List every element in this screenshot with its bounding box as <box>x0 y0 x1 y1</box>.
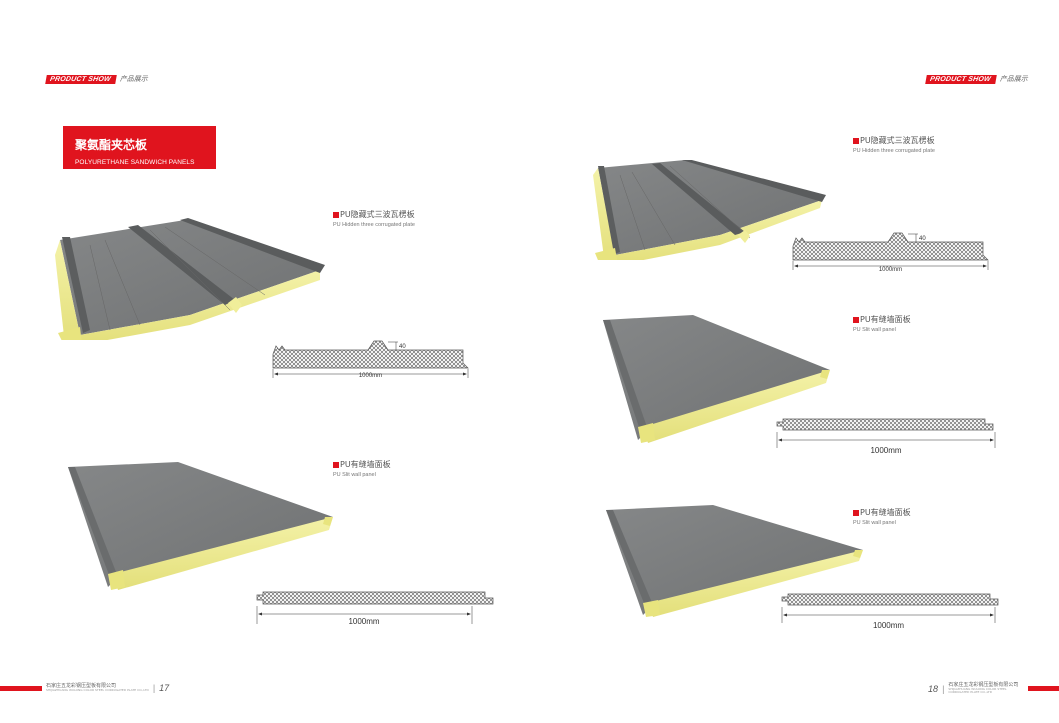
pu-hidden-corrugated-panel-image <box>593 160 826 260</box>
product-label: PU有缝墙面板 PU Slit wall panel <box>853 315 911 333</box>
page-number: 17 <box>159 683 170 693</box>
footer-red-bar <box>1028 686 1059 691</box>
dimension-label: 1000mm <box>870 446 902 455</box>
cross-section-diagram <box>256 591 494 624</box>
company-name: 石家庄五龙彩钢压型板有限公司 SHIJIAZHUANG WULONG COLOR… <box>46 683 149 692</box>
section-title-block: 聚氨酯夹芯板 POLYURETHANE SANDWICH PANELS <box>63 126 216 169</box>
section-title-cn: 聚氨酯夹芯板 <box>75 138 148 152</box>
product-label: PU隐藏式三波瓦楞板 PU Hidden three corrugated pl… <box>333 210 415 228</box>
red-square-bullet-icon <box>333 461 339 468</box>
cross-section-diagram: 40 <box>792 232 989 270</box>
rib-height-label: 40 <box>399 344 406 350</box>
cross-section-diagram <box>776 418 996 448</box>
product-show-cn: 产品展示 <box>119 76 148 83</box>
pu-slit-wall-panel-image <box>68 462 333 590</box>
right-page-header: PRODUCT SHOW 产品展示 <box>925 74 1028 84</box>
product-label: PU有缝墙面板 PU Slit wall panel <box>333 460 391 478</box>
rib-height-label: 40 <box>919 236 926 242</box>
product-show-tag: PRODUCT SHOW <box>45 74 117 84</box>
company-name: 石家庄五龙彩钢压型板有限公司 SHIJIAZHUANG WULONG COLOR… <box>948 682 1019 694</box>
dimension-label: 1000mm <box>358 373 383 379</box>
product-label: PU隐藏式三波瓦楞板 PU Hidden three corrugated pl… <box>853 136 935 154</box>
red-square-bullet-icon <box>853 316 859 323</box>
red-square-bullet-icon <box>333 211 339 218</box>
section-title-en: POLYURETHANE SANDWICH PANELS <box>75 159 195 166</box>
cross-section-diagram <box>781 593 999 623</box>
product-label: PU有缝墙面板 PU Slit wall panel <box>853 508 911 526</box>
page-number: 18 <box>928 683 939 694</box>
left-page-header: PRODUCT SHOW 产品展示 <box>45 74 148 84</box>
product-show-cn: 产品展示 <box>999 76 1028 83</box>
pu-slit-wall-panel-image <box>606 505 863 617</box>
red-square-bullet-icon <box>853 509 859 516</box>
left-page-footer: 石家庄五龙彩钢压型板有限公司 SHIJIAZHUANG WULONG COLOR… <box>0 683 169 693</box>
footer-red-bar <box>0 685 42 691</box>
product-show-tag: PRODUCT SHOW <box>925 74 997 84</box>
pu-hidden-corrugated-panel-image <box>55 218 325 340</box>
red-square-bullet-icon <box>853 137 859 144</box>
dimension-label: 1000mm <box>872 621 905 630</box>
dimension-label: 1000mm <box>878 267 903 273</box>
dimension-label: 1000mm <box>348 617 380 626</box>
cross-section-diagram: 40 <box>272 340 469 378</box>
pu-slit-wall-panel-image <box>603 315 830 443</box>
right-page-footer: 18 | 石家庄五龙彩钢压型板有限公司 SHIJIAZHUANG WULONG … <box>928 683 1059 694</box>
